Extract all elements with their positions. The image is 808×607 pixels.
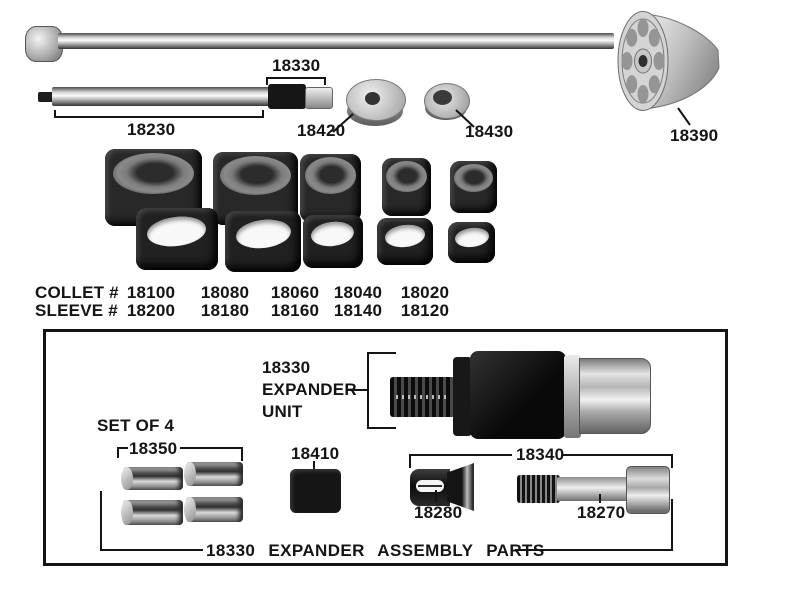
label-18350: 18350 <box>129 439 178 458</box>
assembly-box <box>43 329 728 566</box>
pin-18350 <box>121 500 183 525</box>
rubber-block-18410 <box>290 469 341 513</box>
sleeve-number: 18180 <box>200 301 250 320</box>
label-expander-unit-line2: EXPANDER <box>262 380 357 399</box>
sleeve-bore <box>234 216 292 251</box>
pin-cap <box>184 462 196 486</box>
sleeve-bore <box>145 213 209 249</box>
cone-18390 <box>617 11 720 111</box>
label-18390: 18390 <box>670 126 719 145</box>
collet-face <box>304 157 357 195</box>
sleeve-number: 18160 <box>270 301 320 320</box>
drive-rod-shaft <box>58 33 614 49</box>
label-expander-unit-line1: 18330 <box>262 358 311 377</box>
label-18330-top: 18330 <box>272 56 321 75</box>
label-assembly-footer: 18330 EXPANDER ASSEMBLY PARTS <box>206 541 545 560</box>
pin-cap <box>121 500 133 525</box>
label-18410: 18410 <box>291 444 340 463</box>
washer-18420-hole <box>365 92 380 105</box>
sleeve-18160 <box>303 215 363 268</box>
bolt-18270-threads <box>517 475 560 503</box>
stud-thread-highlight <box>396 395 448 399</box>
label-18280: 18280 <box>414 503 463 522</box>
pilot-rod-expander-body <box>268 84 306 109</box>
sleeve-bore <box>310 219 356 250</box>
label-18230: 18230 <box>127 120 176 139</box>
bracket-18230 <box>54 110 264 118</box>
collet-number: 18080 <box>200 283 250 302</box>
expander-unit-body <box>470 351 566 439</box>
label-18420: 18420 <box>297 121 346 140</box>
collet-face <box>219 155 292 196</box>
drive-rod-knob <box>25 26 63 62</box>
collet-row-label: COLLET # <box>35 283 119 302</box>
sleeve-18120 <box>448 222 495 263</box>
collet-number: 18100 <box>126 283 176 302</box>
pilot-rod-tip <box>38 92 55 102</box>
expander-unit-nut <box>579 358 651 434</box>
pin-cap <box>121 467 133 490</box>
label-18340: 18340 <box>516 445 565 464</box>
collet-number: 18040 <box>333 283 383 302</box>
pilot-rod-expander-tip <box>305 87 333 109</box>
collet-number: 18060 <box>270 283 320 302</box>
expander-unit-flange <box>453 357 472 436</box>
sleeve-number: 18140 <box>333 301 383 320</box>
sleeve-18180 <box>225 211 301 272</box>
expander-unit-collar <box>564 355 581 438</box>
sleeve-18140 <box>377 218 433 265</box>
label-expander-unit-line3: UNIT <box>262 402 303 421</box>
bolt-18270-shaft <box>557 477 629 501</box>
label-18270: 18270 <box>577 503 626 522</box>
pin-18350 <box>184 497 243 522</box>
sleeve-18200 <box>136 208 218 270</box>
pin-18350 <box>121 467 183 490</box>
collet-18280-slot-line <box>418 485 442 487</box>
collet-number: 18020 <box>400 283 450 302</box>
expander-unit-stud <box>390 377 455 417</box>
label-set-of-4: SET OF 4 <box>97 416 175 435</box>
sleeve-bore <box>383 222 427 249</box>
cone-center-hole <box>638 55 648 67</box>
collet-face <box>112 152 195 195</box>
pin-18350 <box>184 462 243 486</box>
sleeve-number: 18200 <box>126 301 176 320</box>
sleeve-bore <box>453 225 490 249</box>
cone-spoke-cutouts <box>621 19 665 103</box>
collet-18060 <box>300 154 361 222</box>
sleeve-number: 18120 <box>400 301 450 320</box>
collet-18040 <box>382 158 431 216</box>
bolt-18270-nut <box>626 466 670 514</box>
ring-18430-hole <box>433 90 452 105</box>
label-18430: 18430 <box>465 122 514 141</box>
pin-cap <box>184 497 196 522</box>
collet-face <box>453 163 494 192</box>
pilot-rod-shaft <box>52 87 270 106</box>
sleeve-row-label: SLEEVE # <box>35 301 118 320</box>
collet-18020 <box>450 161 497 213</box>
collet-face <box>385 160 428 193</box>
